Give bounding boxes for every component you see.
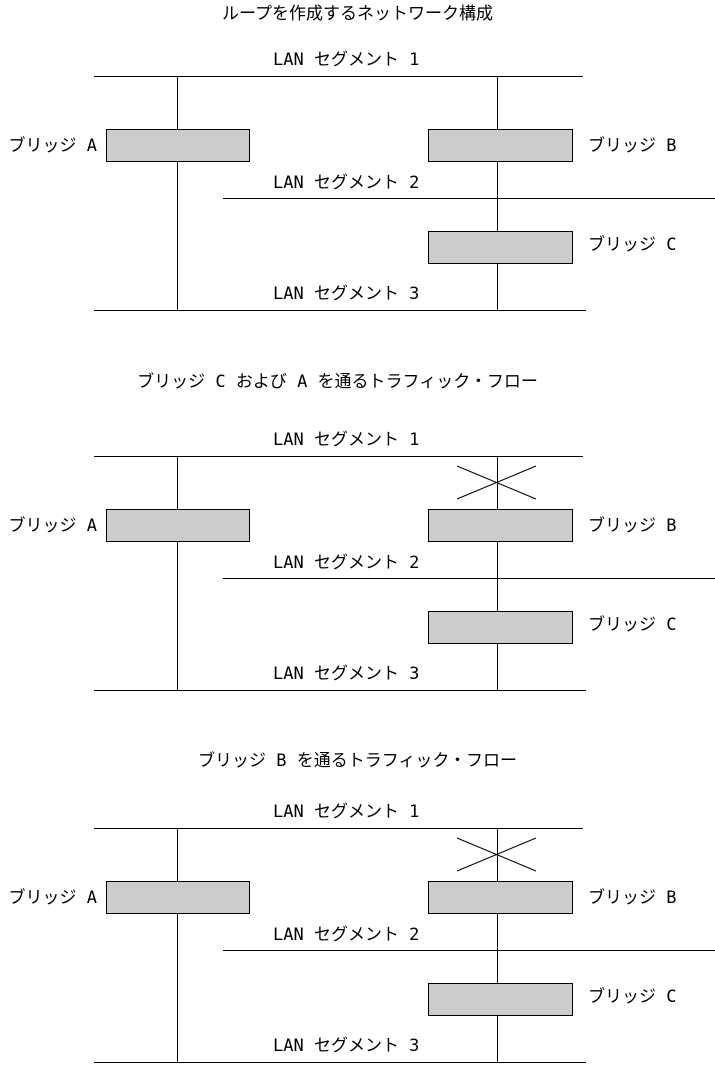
bridge-c-label: ブリッジ C: [588, 987, 677, 1007]
bridge-a-box: [106, 129, 250, 162]
bridge-a-label: ブリッジ A: [8, 516, 97, 536]
lan-segment-1-line: [94, 828, 583, 829]
bridge-c-box: [428, 983, 573, 1016]
bridge-a-vertical-line: [177, 456, 178, 690]
bridge-b-label: ブリッジ B: [588, 888, 677, 908]
lan-segment-3-line: [94, 690, 586, 691]
bridge-a-vertical-line: [177, 828, 178, 1062]
lan-segment-2-line: [223, 950, 715, 951]
diagram-title: ループを作成するネットワーク構成: [222, 4, 493, 24]
lan-segment-2-label: LAN セグメント 2: [273, 173, 420, 193]
lan-segment-2-line: [223, 578, 715, 579]
blocked-link-x-icon: [456, 465, 537, 500]
diagram-title: ブリッジ C および A を通るトラフィック・フロー: [137, 372, 538, 392]
bridge-b-c-vertical-line: [497, 76, 498, 310]
lan-segment-1-label: LAN セグメント 1: [273, 50, 420, 70]
bridge-b-box: [428, 509, 573, 542]
lan-segment-1-line: [94, 76, 583, 77]
bridge-a-label: ブリッジ A: [8, 888, 97, 908]
bridge-b-label: ブリッジ B: [588, 516, 677, 536]
lan-segment-3-label: LAN セグメント 3: [273, 1036, 420, 1056]
lan-segment-3-label: LAN セグメント 3: [273, 664, 420, 684]
bridge-a-box: [106, 881, 250, 914]
bridge-c-box: [428, 231, 573, 264]
diagram-title: ブリッジ B を通るトラフィック・フロー: [197, 751, 518, 771]
bridge-c-label: ブリッジ C: [588, 235, 677, 255]
lan-segment-3-line: [94, 310, 586, 311]
bridge-b-c-vertical-line: [497, 828, 498, 1062]
lan-segment-1-label: LAN セグメント 1: [273, 802, 420, 822]
bridge-a-vertical-line: [177, 76, 178, 310]
bridge-c-label: ブリッジ C: [588, 615, 677, 635]
bridge-a-box: [106, 509, 250, 542]
bridge-b-box: [428, 881, 573, 914]
bridge-b-c-vertical-line: [497, 456, 498, 690]
lan-segment-1-label: LAN セグメント 1: [273, 430, 420, 450]
bridge-b-box: [428, 129, 573, 162]
lan-segment-3-label: LAN セグメント 3: [273, 284, 420, 304]
blocked-link-x-icon: [456, 837, 537, 872]
lan-segment-1-line: [94, 456, 583, 457]
lan-segment-2-line: [223, 198, 715, 199]
bridge-a-label: ブリッジ A: [8, 136, 97, 156]
lan-segment-2-label: LAN セグメント 2: [273, 553, 420, 573]
lan-segment-3-line: [94, 1062, 586, 1063]
bridge-c-box: [428, 611, 573, 644]
bridge-b-label: ブリッジ B: [588, 136, 677, 156]
lan-segment-2-label: LAN セグメント 2: [273, 925, 420, 945]
